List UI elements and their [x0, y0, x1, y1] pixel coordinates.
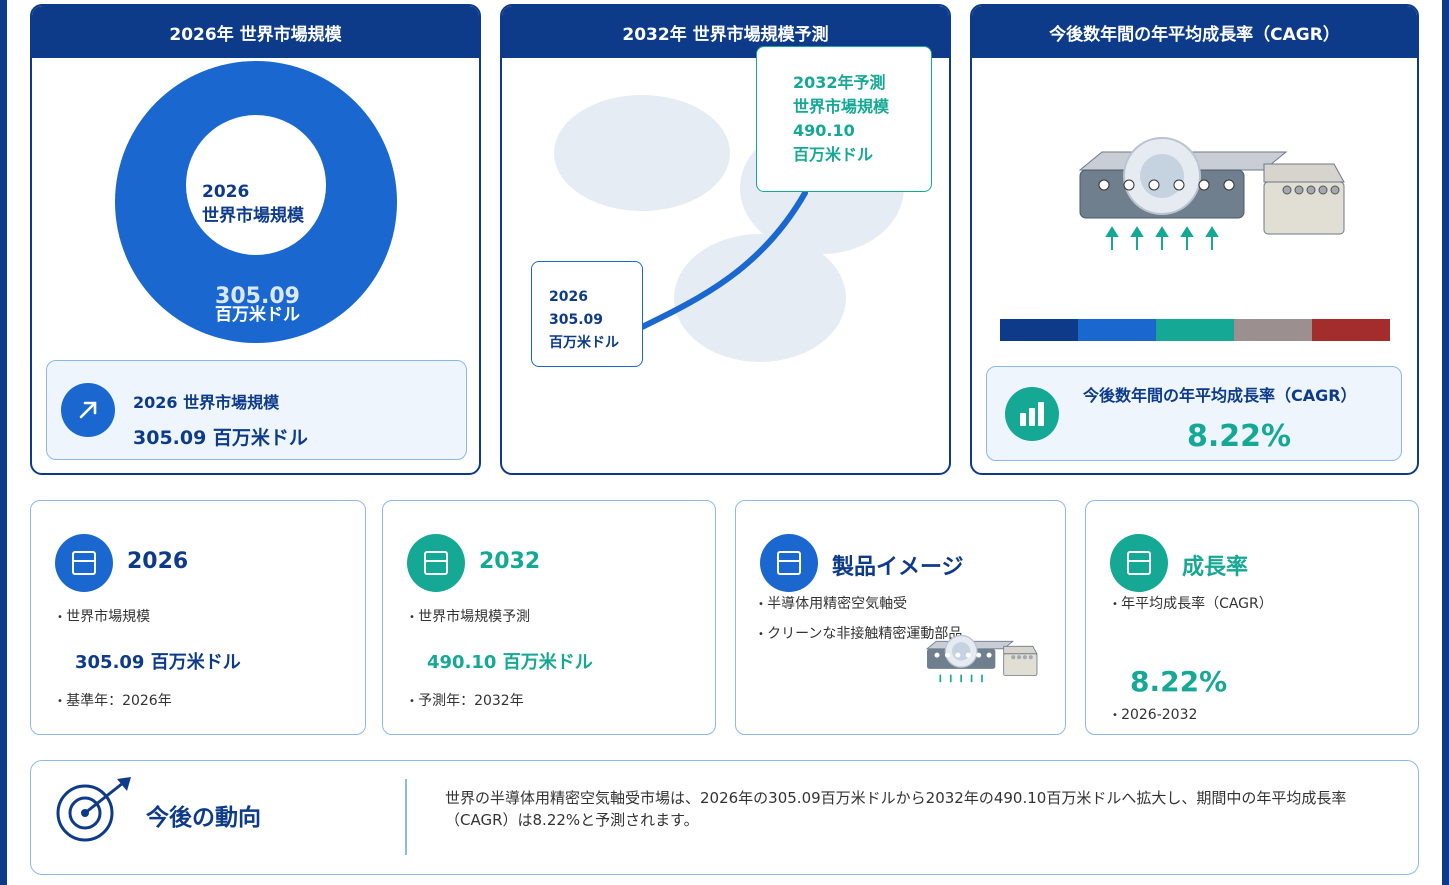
cagr-card: 今後数年間の年平均成長率（CAGR）	[970, 4, 1419, 475]
callout-2032: 2032年予測 世界市場規模 490.10 百万米ドル	[756, 46, 932, 192]
card-header: 2026年 世界市場規模	[32, 6, 479, 58]
donut-unit: 百万米ドル	[215, 305, 300, 325]
trend-up-arrow-icon	[61, 383, 115, 437]
summary-card-title: 製品イメージ	[832, 555, 964, 580]
donut-hole	[186, 115, 326, 255]
summary-bullet: 世界市場規模	[57, 606, 150, 626]
callout-2032-line: 百万米ドル	[793, 145, 874, 164]
summary-bullet: 年平均成長率（CAGR）	[1112, 593, 1273, 613]
summary-value: 8.22%	[1130, 665, 1228, 698]
summary-value: 305.09 百万米ドル	[75, 652, 241, 673]
color-swatch	[1078, 319, 1156, 341]
window-icon	[760, 534, 818, 592]
forecast-2032-card: 2032年 世界市場規模予測 2026 305.09 百万米ドル 2032年予測…	[500, 4, 951, 475]
callout-2026-line: 305.09	[549, 312, 604, 329]
color-swatch	[1234, 319, 1312, 341]
summary-bullet: 基準年：2026年	[57, 690, 172, 710]
summary-bullet: 予測年：2032年	[409, 690, 524, 710]
target-arrow-icon	[56, 777, 131, 842]
window-icon	[407, 534, 465, 592]
frame-left-border	[0, 0, 7, 885]
donut-label-text: 世界市場規模	[202, 205, 304, 226]
window-icon	[1110, 534, 1168, 592]
color-swatch	[1000, 319, 1078, 341]
callout-2026-line: 百万米ドル	[549, 335, 619, 352]
donut-label-year: 2026	[202, 182, 250, 202]
color-swatch	[1156, 319, 1234, 341]
summary-card-2032: 2032 世界市場規模予測 490.10 百万米ドル 予測年：2032年	[382, 500, 716, 735]
cagr-box-value: 8.22%	[1187, 419, 1292, 454]
info-box-value: 305.09 百万米ドル	[133, 427, 308, 449]
future-trend-card: 今後の動向 世界の半導体用精密空気軸受市場は、2026年の305.09百万米ドル…	[30, 760, 1419, 875]
summary-card-product-image: 製品イメージ 半導体用精密空気軸受 クリーンな非接触精密運動部品	[735, 500, 1066, 735]
frame-right-border	[1442, 0, 1449, 885]
cagr-info-box: 今後数年間の年平均成長率（CAGR） 8.22%	[986, 366, 1402, 461]
summary-value: 490.10 百万米ドル	[427, 652, 593, 673]
trend-description: 世界の半導体用精密空気軸受市場は、2026年の305.09百万米ドルから2032…	[445, 789, 1347, 829]
bar-chart-icon	[1005, 387, 1059, 441]
summary-card-title: 2026	[127, 549, 189, 574]
summary-bullet: 2026-2032	[1112, 707, 1197, 723]
donut-chart	[115, 61, 397, 343]
window-icon	[55, 534, 113, 592]
summary-bullet: 半導体用精密空気軸受	[758, 593, 907, 613]
callout-2026-line: 2026	[549, 289, 588, 305]
air-bearing-product-thumbnail	[925, 634, 1038, 683]
callout-2032-line: 世界市場規模	[793, 97, 890, 116]
trend-divider	[405, 779, 407, 855]
color-palette-bar	[1000, 319, 1390, 341]
color-swatch	[1312, 319, 1390, 341]
summary-card-growth-rate: 成長率 年平均成長率（CAGR） 8.22% 2026-2032	[1085, 500, 1419, 735]
donut-center-label: 2026 世界市場規模	[202, 181, 304, 229]
summary-card-title: 2032	[479, 549, 541, 574]
summary-card-title: 成長率	[1182, 555, 1249, 580]
summary-bullet: 世界市場規模予測	[409, 606, 530, 626]
market-size-2026-card: 2026年 世界市場規模 2026 世界市場規模 305.09 百万米ドル 20…	[30, 4, 481, 475]
trend-title: 今後の動向	[146, 805, 261, 831]
card-header: 今後数年間の年平均成長率（CAGR）	[972, 6, 1417, 58]
summary-bullet: クリーンな非接触精密運動部品	[758, 623, 962, 643]
callout-2032-line: 2032年予測	[793, 73, 886, 92]
donut-value: 305.09	[215, 284, 300, 309]
callout-2026: 2026 305.09 百万米ドル	[531, 261, 643, 367]
info-box-title: 2026 世界市場規模	[133, 393, 280, 412]
market-size-info-box: 2026 世界市場規模 305.09 百万米ドル	[46, 360, 467, 460]
cagr-box-title: 今後数年間の年平均成長率（CAGR）	[1083, 386, 1357, 405]
summary-card-2026: 2026 世界市場規模 305.09 百万米ドル 基準年：2026年	[30, 500, 366, 735]
callout-2032-line: 490.10	[793, 121, 855, 140]
air-bearing-product-illustration	[1078, 137, 1345, 250]
